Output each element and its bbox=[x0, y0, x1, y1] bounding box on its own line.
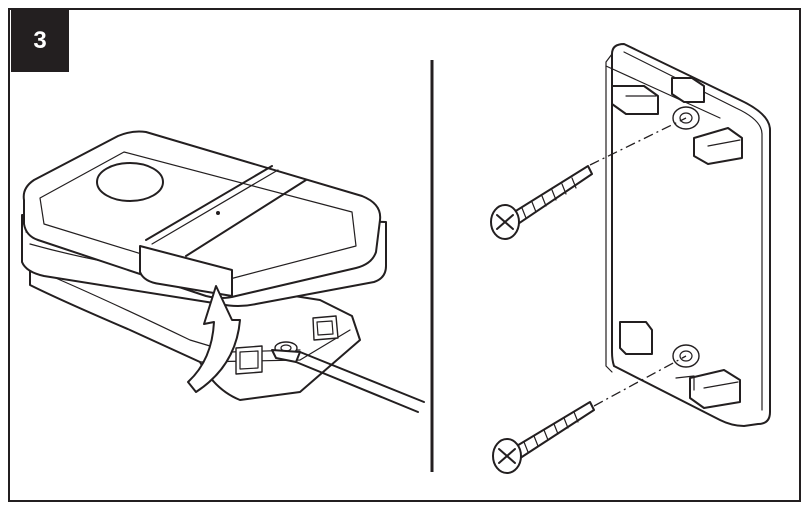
remote-control bbox=[21, 130, 387, 307]
outer-border bbox=[8, 8, 801, 502]
left-panel-illustration bbox=[21, 130, 425, 413]
right-panel-illustration bbox=[490, 43, 771, 474]
wall-plate bbox=[605, 43, 771, 427]
step-number-badge: 3 bbox=[11, 10, 69, 72]
round-button bbox=[96, 162, 164, 202]
lift-arrow-icon bbox=[187, 285, 241, 393]
screwdriver-icon bbox=[271, 349, 425, 413]
screw-top-icon bbox=[490, 165, 593, 240]
screw-bottom-icon bbox=[492, 401, 595, 474]
alignment-line-bottom bbox=[593, 355, 687, 407]
alignment-line-top bbox=[589, 117, 687, 166]
led-indicator bbox=[216, 211, 220, 215]
